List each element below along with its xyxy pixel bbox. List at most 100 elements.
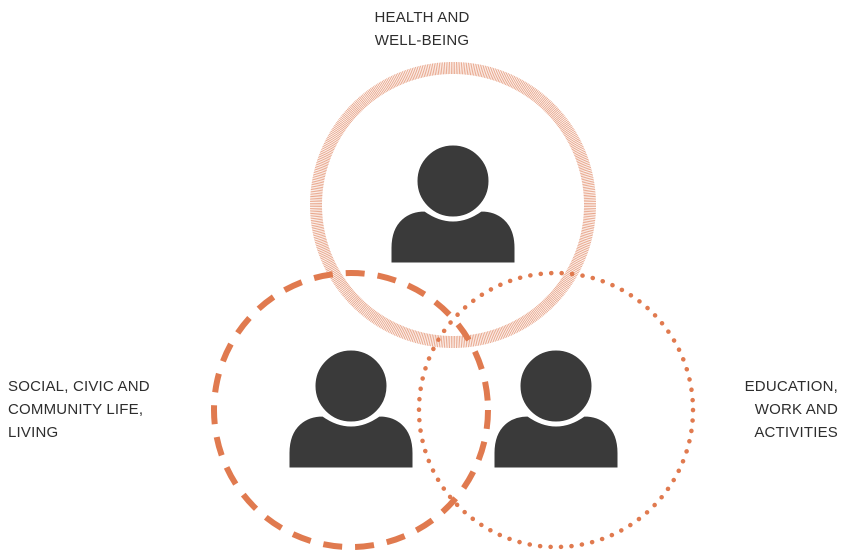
health-ring-tick: [574, 150, 586, 157]
health-ring-tick: [583, 215, 596, 218]
health-ring-tick: [311, 182, 324, 185]
health-ring-tick: [533, 92, 542, 103]
health-ring-tick: [474, 334, 478, 347]
health-ring-tick: [369, 88, 378, 99]
health-ring-tick: [310, 215, 323, 218]
health-ring-tick: [397, 325, 403, 337]
health-ring-tick: [488, 330, 493, 343]
health-ring-tick: [581, 228, 594, 232]
health-ring-tick: [555, 116, 566, 125]
health-ring-tick: [503, 325, 509, 337]
health-ring-tick: [335, 279, 346, 287]
health-ring-tick: [318, 249, 331, 255]
health-ring-tick: [445, 62, 448, 75]
health-ring-tick: [541, 300, 551, 311]
health-ring-tick: [564, 272, 576, 280]
health-ring-tick: [556, 284, 567, 293]
health-ring-tick: [334, 277, 345, 286]
health-ring-tick: [352, 298, 362, 308]
health-ring-tick: [582, 180, 595, 184]
health-ring-tick: [460, 62, 463, 75]
health-ring-tick: [311, 223, 324, 227]
health-ring-tick: [579, 166, 592, 172]
health-ring-tick: [582, 226, 595, 230]
health-ring-tick: [316, 160, 329, 165]
health-ring-tick: [414, 331, 420, 344]
health-ring-tick: [523, 315, 531, 326]
health-ring-tick: [558, 120, 569, 129]
health-ring-tick: [323, 261, 336, 268]
health-ring-tick: [398, 326, 405, 338]
education-label-line-2: WORK AND: [754, 401, 838, 418]
health-ring-tick: [390, 75, 397, 88]
health-ring-tick: [583, 194, 596, 196]
health-ring-tick: [582, 187, 596, 190]
health-ring-tick: [343, 112, 354, 121]
health-ring-tick: [548, 107, 559, 117]
health-ring-tick: [493, 68, 498, 81]
health-ring-tick: [520, 316, 528, 328]
health-ring-tick: [558, 281, 569, 290]
health-ring-tick: [418, 332, 423, 344]
health-ring-tick: [389, 76, 396, 88]
health-ring-tick: [322, 145, 334, 152]
health-ring-tick: [428, 334, 432, 347]
health-ring-tick: [551, 111, 562, 120]
health-ring-tick: [476, 64, 480, 77]
health-ring-tick: [554, 115, 565, 124]
health-ring-tick: [469, 63, 473, 76]
health-ring-tick: [479, 333, 483, 346]
health-ring-tick: [471, 334, 475, 347]
health-circle: [310, 62, 596, 348]
health-ring-tick: [534, 93, 543, 104]
health-ring-tick: [311, 221, 324, 225]
health-ring-tick: [339, 284, 350, 293]
health-ring-tick: [445, 335, 448, 348]
health-ring-tick: [363, 306, 372, 317]
health-ring-tick: [420, 332, 424, 345]
health-ring-tick: [431, 63, 435, 76]
health-ring-tick: [486, 331, 492, 344]
health-ring-tick: [392, 75, 399, 87]
health-ring-tick: [507, 75, 514, 87]
health-ring-tick: [517, 318, 525, 330]
health-ring-tick: [319, 251, 331, 257]
social-circle: [211, 270, 491, 550]
health-ring-tick: [418, 66, 423, 78]
health-ring-tick: [393, 74, 400, 86]
health-ring-tick: [312, 228, 325, 232]
health-ring-tick: [564, 273, 575, 281]
health-ring-tick: [343, 289, 354, 298]
health-ring-tick: [490, 330, 495, 343]
health-ring-tick: [323, 142, 336, 149]
health-ring-tick: [320, 150, 332, 157]
health-ring-tick: [397, 73, 403, 85]
health-ring-tick: [482, 332, 486, 345]
health-ring-tick: [405, 69, 410, 82]
health-ring-tick: [574, 253, 586, 260]
health-ring-tick: [387, 77, 394, 89]
health-ring-tick: [340, 116, 351, 125]
health-ring-tick: [583, 214, 596, 216]
health-ring-tick: [405, 328, 410, 341]
health-ring-tick: [581, 229, 594, 233]
health-ring-tick: [425, 333, 429, 346]
health-ring-tick: [380, 81, 387, 93]
health-ring-tick: [578, 240, 591, 245]
health-ring-tick: [338, 282, 349, 291]
health-ring-tick: [440, 62, 443, 75]
health-ring-tick: [377, 83, 385, 94]
health-ring-tick: [458, 335, 461, 348]
health-ring-tick: [582, 225, 595, 228]
health-ring-tick: [546, 296, 556, 306]
health-ring-tick: [395, 324, 402, 337]
health-ring-tick: [506, 74, 513, 86]
health-ring-tick: [572, 145, 584, 152]
health-ring-tick: [377, 316, 385, 327]
health-ring-tick: [426, 64, 430, 77]
health-ring-tick: [365, 91, 374, 102]
health-ring-tick: [319, 252, 332, 258]
health-ring-tick: [384, 320, 392, 332]
health-ring-tick: [566, 133, 578, 141]
health-ring-tick: [582, 221, 595, 225]
